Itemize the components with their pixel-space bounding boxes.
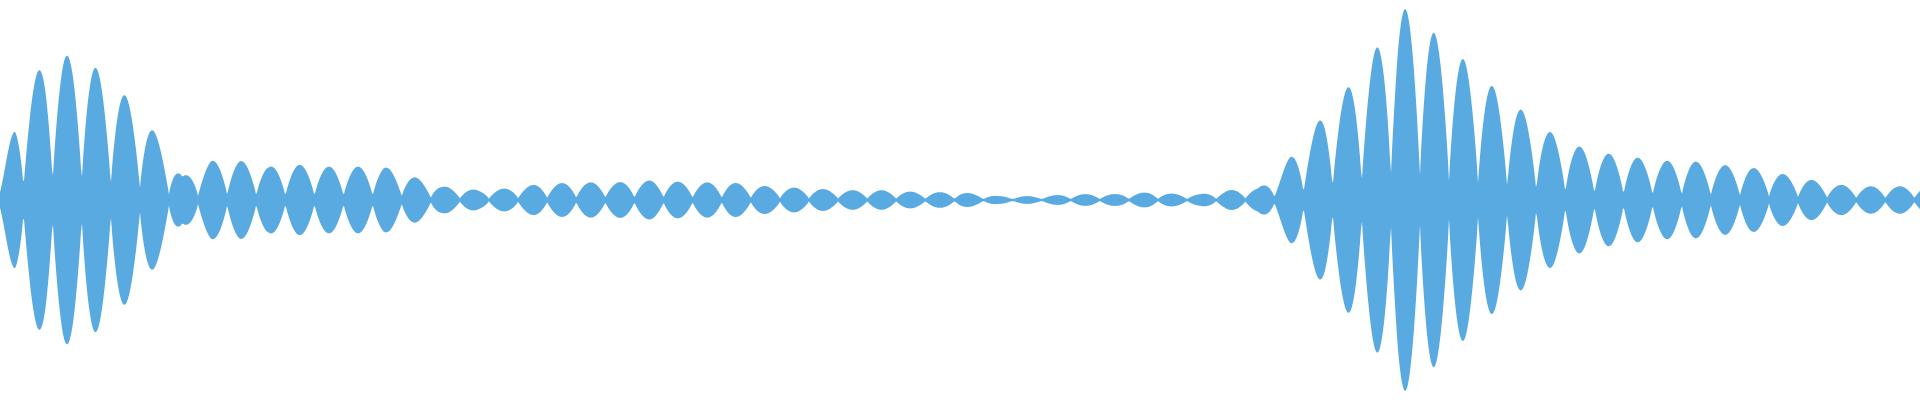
waveform-path — [0, 9, 1920, 391]
